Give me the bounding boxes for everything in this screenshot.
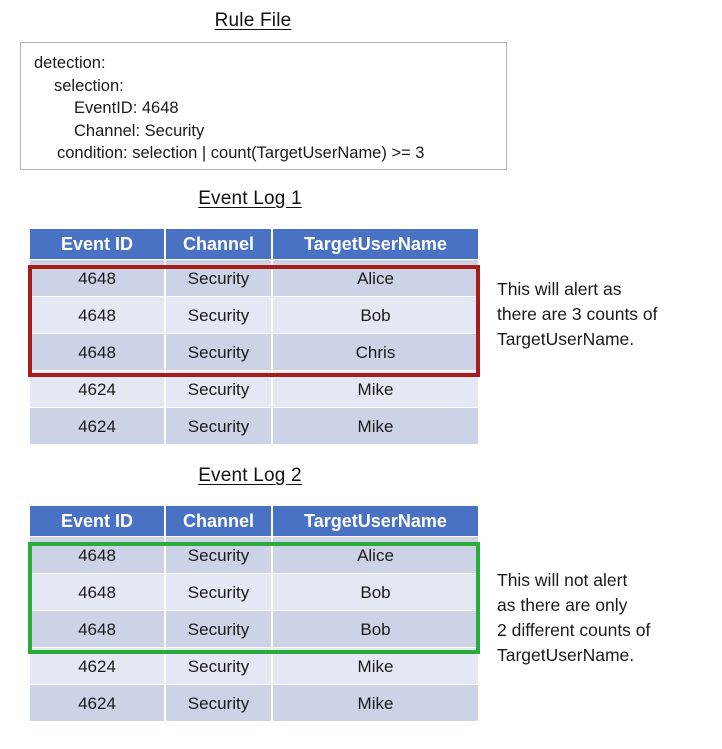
cell-event-id: 4624 xyxy=(30,647,166,685)
rule-line-selection: selection: xyxy=(54,76,124,95)
event-log-1-table: Event ID Channel TargetUserName 4648 Sec… xyxy=(30,229,478,445)
cell-channel: Security xyxy=(165,610,273,648)
cell-target-user-name: Alice xyxy=(272,259,478,297)
column-header-channel: Channel xyxy=(165,229,273,260)
cell-channel: Security xyxy=(165,259,273,297)
table-row: 4648 Security Alice xyxy=(30,536,478,574)
cell-target-user-name: Mike xyxy=(272,370,478,408)
annotation-alert-line-2: there are 3 counts of xyxy=(497,304,658,324)
table-row: 4648 Security Bob xyxy=(30,610,478,648)
cell-target-user-name: Alice xyxy=(272,536,478,574)
cell-event-id: 4624 xyxy=(30,407,166,445)
cell-target-user-name: Bob xyxy=(272,296,478,334)
cell-channel: Security xyxy=(165,684,273,722)
cell-target-user-name: Chris xyxy=(272,333,478,371)
cell-channel: Security xyxy=(165,370,273,408)
cell-event-id: 4648 xyxy=(30,296,166,334)
annotation-alert-line-3: TargetUserName. xyxy=(497,329,635,349)
table-row: 4648 Security Bob xyxy=(30,296,478,334)
cell-channel: Security xyxy=(165,407,273,445)
table-row: 4624 Security Mike xyxy=(30,370,478,408)
cell-event-id: 4648 xyxy=(30,333,166,371)
annotation-alert-line-1: This will alert as xyxy=(497,279,622,299)
annotation-no-alert: This will not alert as there are only 2 … xyxy=(497,568,721,668)
rule-line-channel: Channel: Security xyxy=(74,121,205,140)
page-title-event-log-2: Event Log 2 xyxy=(198,465,302,486)
table-row: 4648 Security Alice xyxy=(30,259,478,297)
annotation-alert: This will alert as there are 3 counts of… xyxy=(497,277,721,352)
table-row: 4624 Security Mike xyxy=(30,647,478,685)
cell-event-id: 4624 xyxy=(30,370,166,408)
cell-target-user-name: Bob xyxy=(272,610,478,648)
cell-event-id: 4624 xyxy=(30,684,166,722)
event-log-2-table: Event ID Channel TargetUserName 4648 Sec… xyxy=(30,506,478,722)
column-header-target-user-name: TargetUserName xyxy=(272,506,478,537)
page-title-rule-file: Rule File xyxy=(214,10,292,31)
cell-target-user-name: Bob xyxy=(272,573,478,611)
annotation-no-alert-line-1: This will not alert xyxy=(497,570,628,590)
cell-target-user-name: Mike xyxy=(272,647,478,685)
table-row: 4624 Security Mike xyxy=(30,684,478,722)
cell-channel: Security xyxy=(165,536,273,574)
cell-event-id: 4648 xyxy=(30,573,166,611)
column-header-channel: Channel xyxy=(165,506,273,537)
rule-line-eventid: EventID: 4648 xyxy=(74,99,179,117)
table-row: 4624 Security Mike xyxy=(30,407,478,445)
cell-event-id: 4648 xyxy=(30,536,166,574)
annotation-no-alert-line-4: TargetUserName. xyxy=(497,645,635,665)
rule-line-detection: detection: xyxy=(34,54,106,72)
rule-line-condition: condition: selection | count(TargetUserN… xyxy=(57,144,425,162)
cell-channel: Security xyxy=(165,573,273,611)
annotation-no-alert-line-2: as there are only xyxy=(497,595,628,615)
cell-channel: Security xyxy=(165,296,273,334)
column-header-target-user-name: TargetUserName xyxy=(272,229,478,260)
cell-event-id: 4648 xyxy=(30,610,166,648)
table-header-row: Event ID Channel TargetUserName xyxy=(30,506,478,537)
column-header-event-id: Event ID xyxy=(30,506,166,537)
table-header-row: Event ID Channel TargetUserName xyxy=(30,229,478,260)
cell-target-user-name: Mike xyxy=(272,407,478,445)
rule-file-box: detection: selection: EventID: 4648 Chan… xyxy=(20,42,507,170)
column-header-event-id: Event ID xyxy=(30,229,166,260)
annotation-no-alert-line-3: 2 different counts of xyxy=(497,620,651,640)
table-row: 4648 Security Chris xyxy=(30,333,478,371)
table-row: 4648 Security Bob xyxy=(30,573,478,611)
cell-target-user-name: Mike xyxy=(272,684,478,722)
cell-channel: Security xyxy=(165,333,273,371)
page-title-event-log-1: Event Log 1 xyxy=(198,188,302,209)
cell-event-id: 4648 xyxy=(30,259,166,297)
cell-channel: Security xyxy=(165,647,273,685)
